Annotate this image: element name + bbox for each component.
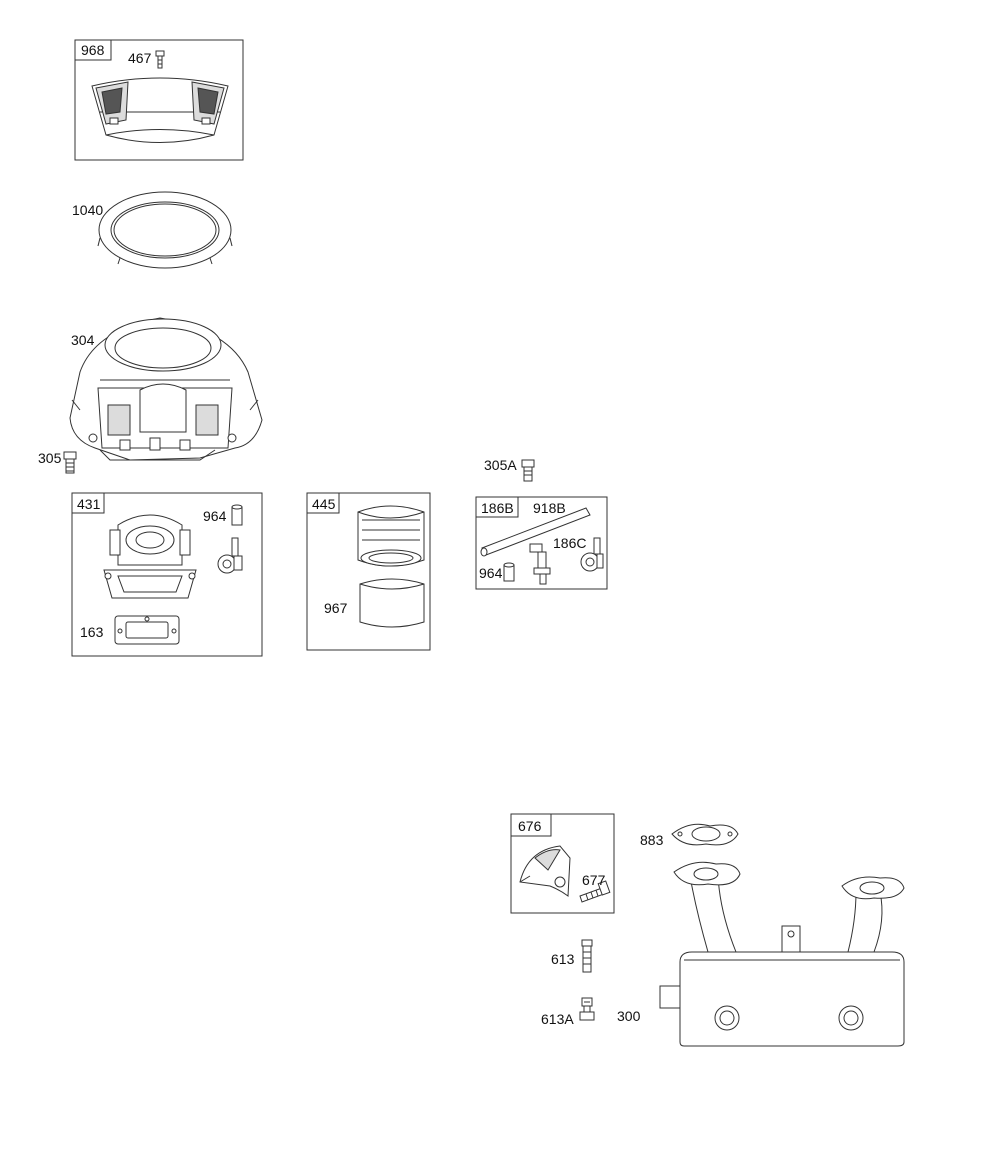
box-676-tab — [510, 813, 552, 837]
box-445-frame — [306, 492, 431, 651]
box-label-445: 445 — [312, 496, 336, 512]
bolt-305A — [521, 459, 535, 482]
part-186B-group — [475, 496, 608, 590]
callout-304: 304 — [71, 332, 95, 348]
hose-918B — [480, 507, 591, 557]
callout-467: 467 — [128, 50, 152, 66]
callout-964-b: 964 — [479, 565, 503, 581]
callout-305: 305 — [38, 450, 62, 466]
callout-883: 883 — [640, 832, 664, 848]
callout-918B: 918B — [533, 500, 566, 516]
part-676-group — [510, 813, 615, 914]
tube-964-a — [231, 504, 243, 526]
callout-967: 967 — [324, 600, 348, 616]
filter-cartridge-445 — [357, 505, 425, 567]
muffler-300 — [659, 861, 905, 1047]
box-445-tab — [306, 492, 340, 514]
breather-fitting-431 — [217, 537, 243, 574]
callout-305A: 305A — [484, 457, 517, 473]
box-186B-tab — [475, 496, 519, 518]
grommet-186C — [580, 537, 604, 572]
screw-677 — [579, 880, 611, 903]
callout-613: 613 — [551, 951, 575, 967]
callout-613A: 613A — [541, 1011, 574, 1027]
callout-186C: 186C — [553, 535, 587, 551]
blower-housing-304 — [69, 317, 263, 461]
gasket-883 — [671, 823, 739, 846]
box-label-186B: 186B — [481, 500, 514, 516]
box-label-676: 676 — [518, 818, 542, 834]
deflector-676 — [519, 845, 571, 897]
box-label-431: 431 — [77, 496, 101, 512]
air-cleaner-base-431 — [103, 514, 197, 599]
box-968-tab — [74, 39, 112, 61]
callout-300: 300 — [617, 1008, 641, 1024]
box-431-tab — [71, 492, 105, 514]
callout-1040: 1040 — [72, 202, 104, 218]
tube-964-b — [503, 562, 515, 582]
box-968-frame — [74, 39, 244, 161]
callout-964-a: 964 — [203, 508, 227, 524]
box-676-frame — [510, 813, 615, 914]
screw-467 — [155, 50, 165, 69]
box-431-frame — [71, 492, 263, 657]
bolt-613 — [581, 939, 593, 973]
ring-1040 — [97, 191, 233, 269]
box-label-968: 968 — [81, 42, 105, 58]
part-445-group — [306, 492, 431, 651]
fitting-186B — [529, 543, 551, 585]
callout-677: 677 — [582, 872, 606, 888]
box-186B-frame — [475, 496, 608, 590]
cover-968 — [91, 77, 229, 143]
pre-cleaner-967 — [359, 578, 425, 628]
gasket-163 — [114, 615, 180, 645]
callout-163: 163 — [80, 624, 104, 640]
bolt-305 — [63, 451, 77, 474]
part-431-group — [71, 492, 263, 657]
part-968-group — [74, 39, 244, 161]
bolt-613A — [579, 997, 595, 1021]
